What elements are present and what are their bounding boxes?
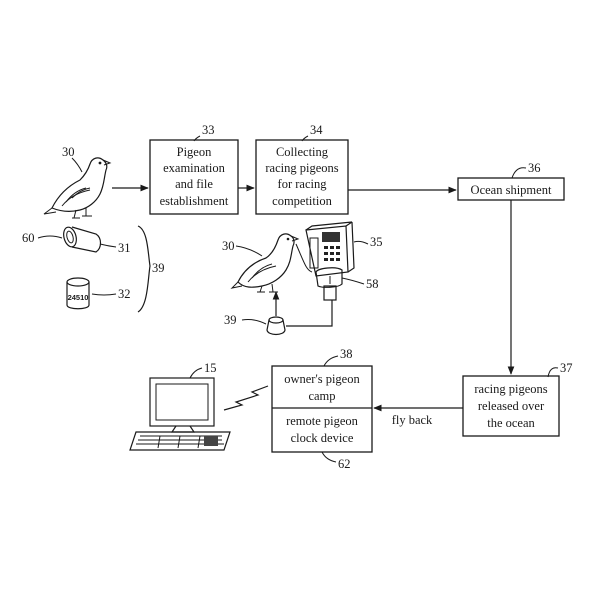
ref-box-62: 62 xyxy=(338,457,351,471)
box-line: camp xyxy=(308,389,335,403)
leader-line xyxy=(189,367,203,379)
leader-line xyxy=(295,243,313,273)
ref-box-38: 38 xyxy=(340,347,353,361)
leader-line xyxy=(193,135,201,142)
leader-line xyxy=(341,277,365,285)
leader-line xyxy=(301,135,309,142)
box-line: remote pigeon xyxy=(286,414,359,428)
ref-ring-b: 32 xyxy=(118,287,131,301)
ref-ring-lower: 39 xyxy=(224,313,237,327)
ring-reader-icon xyxy=(315,267,343,301)
leader-line xyxy=(99,243,117,248)
box-line: establishment xyxy=(160,194,229,208)
group-brace xyxy=(137,225,151,313)
ocean-shipment-box: Ocean shipment xyxy=(457,177,565,201)
box-line: Ocean shipment xyxy=(471,183,552,197)
ref-pigeon-mid: 30 xyxy=(222,239,235,253)
ref-computer: 15 xyxy=(204,361,217,375)
box-line: the ocean xyxy=(487,416,535,430)
connector-line xyxy=(286,300,333,327)
box-line: released over xyxy=(478,399,545,413)
leader-line xyxy=(323,355,339,367)
box-line: competition xyxy=(272,194,332,208)
pigeon-clock-device-icon xyxy=(305,221,355,277)
ref-box-33: 33 xyxy=(202,123,215,137)
ref-ring-a: 31 xyxy=(118,241,131,255)
box-line: and file xyxy=(175,177,213,191)
wireless-link-icon xyxy=(223,385,269,411)
leader-line xyxy=(547,367,559,378)
box-line: racing pigeons xyxy=(265,161,338,175)
box-line: owner's pigeon xyxy=(284,372,360,386)
fly-back-label: fly back xyxy=(392,413,433,427)
box-line: clock device xyxy=(291,431,354,445)
leader-line xyxy=(321,451,337,463)
pigeons-released-box: racing pigeons released over the ocean xyxy=(462,375,560,437)
leader-line xyxy=(71,157,83,173)
ref-box-37: 37 xyxy=(560,361,573,375)
pigeon-camp-box: owner's pigeon camp remote pigeon clock … xyxy=(271,365,373,453)
box-line: examination xyxy=(163,161,226,175)
leader-line xyxy=(91,293,117,296)
ref-ring-group: 39 xyxy=(152,261,165,275)
ref-box-36: 36 xyxy=(528,161,541,175)
pigeon-examination-box: Pigeon examination and file establishmen… xyxy=(149,139,239,215)
ref-reader: 58 xyxy=(366,277,379,291)
box-line: racing pigeons xyxy=(474,382,547,396)
ref-clock-device: 35 xyxy=(370,235,383,249)
leader-line xyxy=(511,167,527,179)
collecting-pigeons-box: Collecting racing pigeons for racing com… xyxy=(255,139,349,215)
leader-line xyxy=(353,240,369,245)
pigeon-icon xyxy=(43,157,112,219)
ring-holder-icon xyxy=(63,226,102,253)
leader-line xyxy=(235,245,263,257)
ref-ring-holder: 60 xyxy=(22,231,35,245)
ref-box-34: 34 xyxy=(310,123,323,137)
box-line: for racing xyxy=(278,177,328,191)
box-line: Pigeon xyxy=(177,145,212,159)
ref-pigeon-top: 30 xyxy=(62,145,75,159)
leader-line xyxy=(37,235,63,239)
leader-line xyxy=(241,319,267,325)
pigeon-icon xyxy=(230,233,300,293)
leg-ring-icon: 24510 xyxy=(66,277,90,310)
box-line: Collecting xyxy=(276,145,329,159)
leg-ring-icon xyxy=(266,316,286,336)
ring-number: 24510 xyxy=(68,293,89,302)
computer-icon xyxy=(129,377,231,451)
